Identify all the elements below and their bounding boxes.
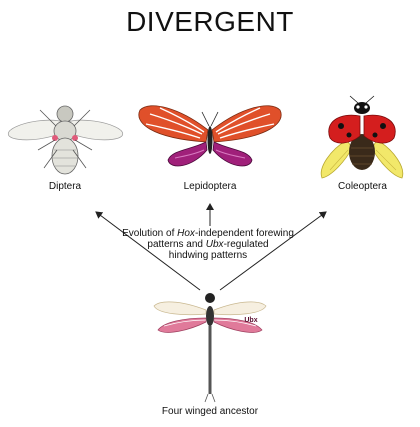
caption-text: patterns and bbox=[147, 239, 205, 250]
caption-hox: Hox bbox=[177, 228, 195, 239]
caption-text: hindwing patterns bbox=[169, 250, 247, 261]
lepidoptera-label: Lepidoptera bbox=[175, 181, 245, 192]
ancestor-illustration bbox=[154, 293, 266, 402]
caption-text: -independent forewing bbox=[195, 228, 294, 239]
ubx-wing-label: Ubx bbox=[236, 317, 266, 324]
diptera-illustration bbox=[7, 106, 124, 174]
caption-text: -regulated bbox=[224, 239, 269, 250]
coleoptera-label: Coleoptera bbox=[325, 181, 400, 192]
coleoptera-illustration bbox=[321, 96, 403, 178]
diptera-label: Diptera bbox=[30, 181, 100, 192]
ancestor-label: Four winged ancestor bbox=[140, 406, 280, 417]
caption-ubx: Ubx bbox=[206, 239, 224, 250]
evolution-caption: Evolution of Hox-independent forewing pa… bbox=[108, 228, 308, 261]
caption-text: Evolution of bbox=[122, 228, 177, 239]
lepidoptera-illustration bbox=[139, 106, 281, 166]
